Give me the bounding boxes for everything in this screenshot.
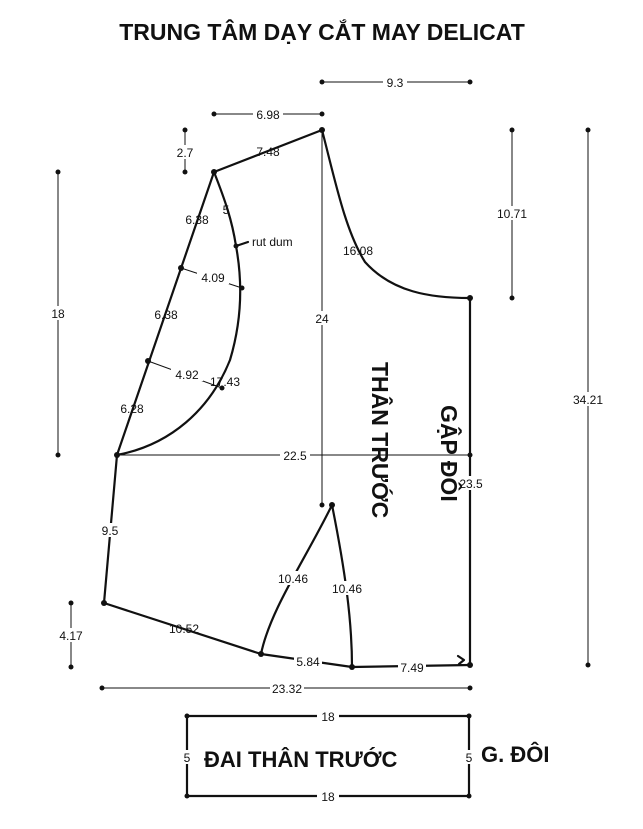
label-hem-mid: 5.84 — [296, 655, 320, 669]
label-armhole-mid: 6.38 — [154, 308, 178, 322]
label-armhole-height: 18 — [51, 307, 65, 321]
label-shoulder: 7.48 — [256, 145, 280, 159]
label-hem-fold: 7.49 — [400, 661, 424, 675]
label-neck-drop: 2.7 — [177, 146, 194, 160]
measurement-labels: 9.3 6.98 2.7 7.48 6.38 5 rut dum 4.09 6.… — [48, 75, 605, 804]
label-dart-left: 10.46 — [278, 572, 308, 586]
label-band-right: 5 — [466, 751, 473, 765]
label-neck-depth: 10.71 — [497, 207, 527, 221]
label-armhole-depth-2: 4.92 — [175, 368, 199, 382]
label-neck-width: 6.98 — [256, 108, 280, 122]
label-hem-drop: 4.17 — [59, 629, 83, 643]
band-name-label: ĐAI THÂN TRƯỚC — [204, 747, 398, 772]
label-total-length: 34.21 — [573, 393, 603, 407]
front-bodice-outline — [102, 128, 472, 669]
band-fold-label: G. ĐÔI — [481, 742, 549, 767]
label-band-bottom: 18 — [321, 790, 335, 804]
fold-label: GẬP ĐÔI — [436, 405, 463, 502]
label-chest-width: 22.5 — [283, 449, 307, 463]
label-side-seam: 9.5 — [102, 524, 119, 538]
label-hem-side: 10.52 — [169, 622, 199, 636]
pattern-points — [101, 127, 473, 670]
label-dart-note: rut dum — [252, 235, 293, 249]
label-band-top: 18 — [321, 710, 335, 724]
label-neck-curve: 16.08 — [343, 244, 373, 258]
label-center-line: 24 — [315, 312, 329, 326]
label-armhole-curve: 17.43 — [210, 375, 240, 389]
label-armhole-depth-1: 4.09 — [201, 271, 225, 285]
label-dart-length: 5 — [223, 203, 230, 217]
label-armhole-upper: 6.38 — [185, 213, 209, 227]
dimension-lines — [55, 79, 591, 691]
label-armhole-lower: 6.28 — [120, 402, 144, 416]
label-dart-right: 10.46 — [332, 582, 362, 596]
label-hem-width: 23.32 — [272, 682, 302, 696]
label-band-left: 5 — [184, 751, 191, 765]
label-top-width: 9.3 — [387, 76, 404, 90]
page-title: TRUNG TÂM DẠY CẮT MAY DELICAT — [119, 18, 525, 45]
piece-name-label: THÂN TRƯỚC — [367, 362, 394, 518]
label-fold-length: 23.5 — [459, 477, 483, 491]
